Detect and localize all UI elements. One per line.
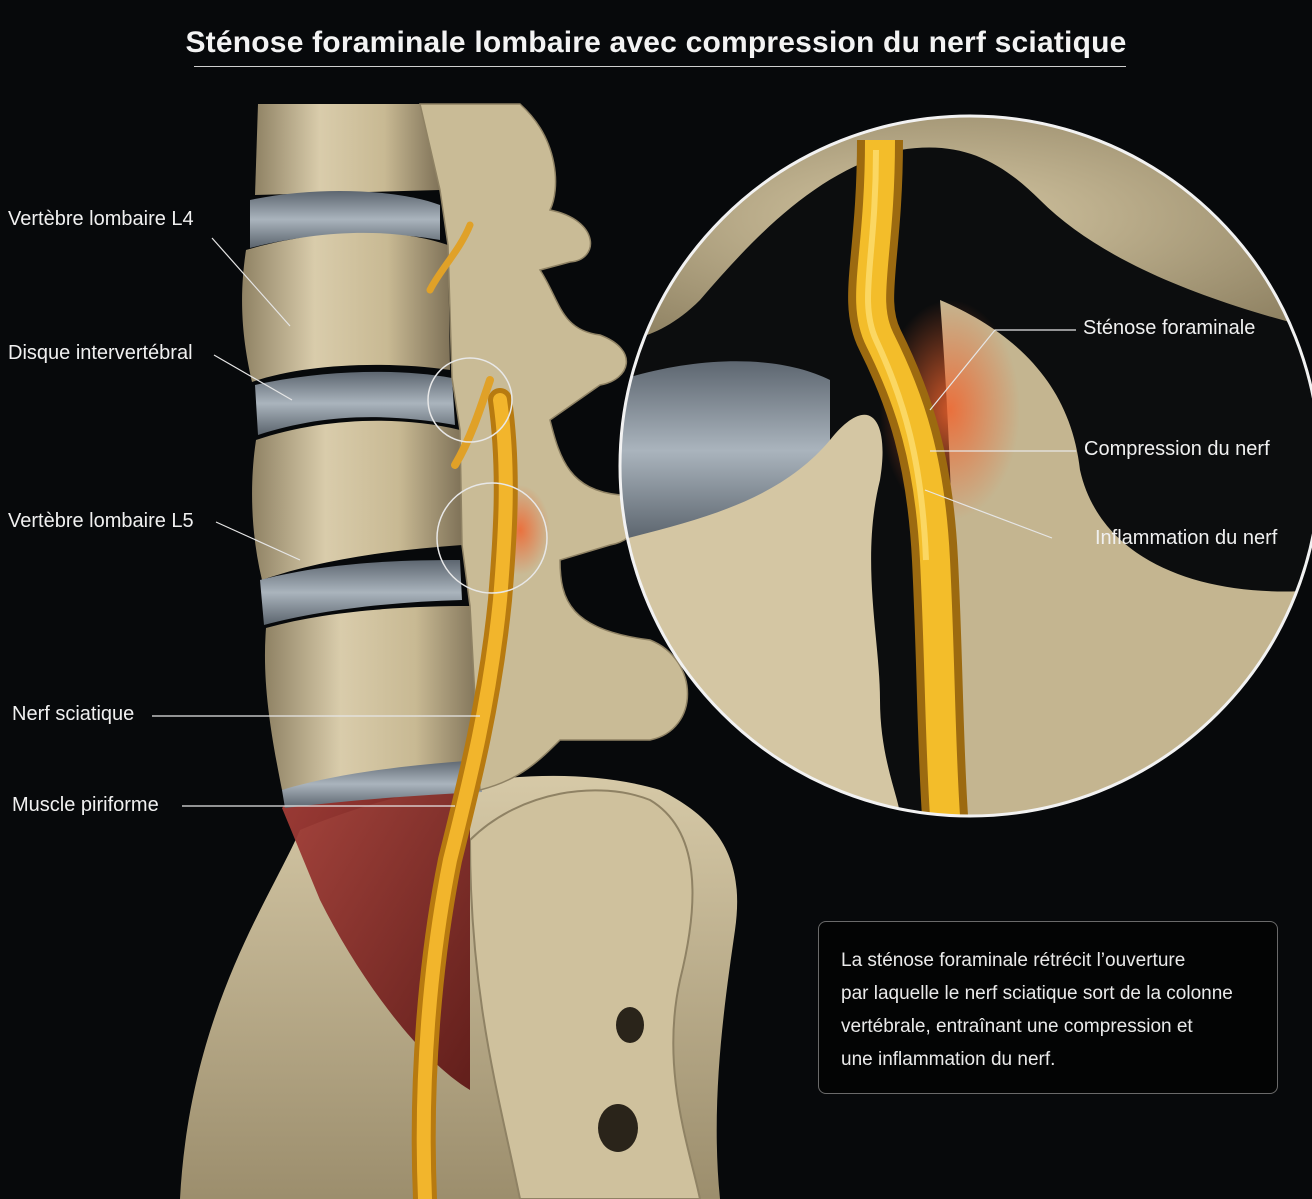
middle-nerve-root (451, 376, 494, 469)
lower-vertebra (264, 606, 480, 790)
explanation-box: La sténose foraminale rétrécit l’ouvertu… (818, 921, 1278, 1094)
leader-line-l5 (215, 521, 301, 561)
leader-lines (152, 237, 1076, 807)
label-vertebra-l5: Vertèbre lombaire L5 (8, 510, 194, 532)
sacral-foramen (598, 1104, 638, 1152)
explanation-line: La sténose foraminale rétrécit l’ouvertu… (841, 950, 1186, 971)
label-nerve-inflammation: Inflammation du nerf (1095, 527, 1278, 549)
zoom-border (618, 114, 1312, 818)
leader-line-stenosis (929, 329, 1076, 411)
label-sciatic-nerve: Nerf sciatique (12, 703, 135, 725)
explanation-line: vertébrale, entraînant une compression e… (841, 1016, 1193, 1037)
explanation-line: par laquelle le nerf sciatique sort de l… (841, 983, 1233, 1004)
label-piriformis: Muscle piriforme (12, 794, 159, 816)
leader-line-inflammation (924, 489, 1053, 539)
disc-l5-s1 (260, 560, 462, 625)
label-vertebra-l4: Vertèbre lombaire L4 (8, 208, 194, 230)
explanation-text: La sténose foraminale rétrécit l’ouvertu… (841, 944, 1259, 1076)
sacral-foramen (616, 1007, 644, 1043)
zoom-nerve-highlight (865, 149, 929, 561)
label-disc: Disque intervertébral (8, 342, 193, 364)
sacrum (468, 789, 702, 1199)
title-underline (194, 66, 1126, 67)
disc-l4-l5 (255, 371, 455, 435)
zoom-right-bone (940, 300, 1312, 816)
label-nerve-compression: Compression du nerf (1084, 438, 1270, 460)
explanation-line: une inflammation du nerf. (841, 1049, 1056, 1070)
label-foraminal-stenosis: Sténose foraminale (1083, 317, 1256, 339)
leader-line-disc (213, 354, 293, 401)
zoom-nerve (856, 139, 960, 816)
disc-top (250, 190, 440, 248)
vertebra-l5 (252, 420, 462, 580)
focus-circle-lower (436, 482, 548, 594)
sciatic-nerve-highlight (416, 393, 513, 1199)
spine-column (180, 103, 738, 1199)
vertebral-body-top (255, 104, 440, 195)
zoom-upper-bone (620, 116, 1312, 340)
upper-nerve-root (426, 221, 474, 294)
vertebra-l4 (242, 232, 450, 382)
lower-disc (282, 760, 482, 808)
leader-line-l4 (211, 237, 291, 327)
page-title: Sténose foraminale lombaire avec compres… (185, 26, 1127, 59)
zoom-view (618, 114, 1312, 818)
focus-circle-upper (427, 357, 513, 443)
